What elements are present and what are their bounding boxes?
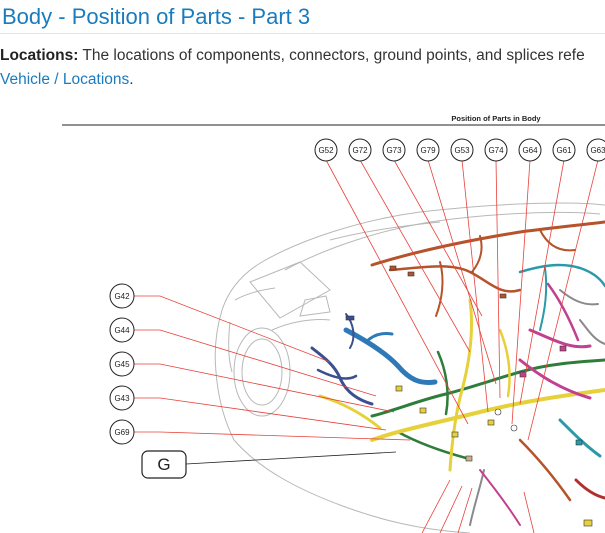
callout-g74: G74 — [484, 138, 508, 162]
callout-g42-label: G42 — [114, 292, 130, 301]
callout-g64-label: G64 — [522, 146, 538, 155]
vehicle-outline — [214, 202, 605, 533]
callout-g64: G64 — [518, 138, 542, 162]
callout-g44: G44 — [109, 317, 135, 343]
callout-g69: G69 — [109, 419, 135, 445]
callout-g61-label: G61 — [556, 146, 572, 155]
callout-g52: G52 — [314, 138, 338, 162]
ground-callout: G — [141, 450, 187, 479]
callout-g53-label: G53 — [454, 146, 470, 155]
leader-lines — [134, 159, 599, 533]
callout-g72-label: G72 — [352, 146, 368, 155]
callout-g52-label: G52 — [318, 146, 334, 155]
intro-suffix: . — [129, 71, 134, 88]
ground-callout-label: G — [157, 455, 170, 474]
callout-g43-label: G43 — [114, 394, 130, 403]
intro-label: Locations: — [0, 47, 79, 64]
callout-g45-label: G45 — [114, 360, 130, 369]
callout-g53: G53 — [450, 138, 474, 162]
callout-g72: G72 — [348, 138, 372, 162]
page-title: Body - Position of Parts - Part 3 — [2, 4, 311, 29]
callout-g73-label: G73 — [386, 146, 402, 155]
callout-g61: G61 — [552, 138, 576, 162]
callout-g74-label: G74 — [488, 146, 504, 155]
callout-g73: G73 — [382, 138, 406, 162]
intro-text: The locations of components, connectors,… — [78, 47, 585, 64]
callout-g79-label: G79 — [420, 146, 436, 155]
callout-g42: G42 — [109, 283, 135, 309]
ground-leader — [185, 451, 397, 465]
left-callouts: G42 G44 G45 G43 G69 — [109, 283, 135, 445]
connector-markers — [345, 265, 593, 527]
callout-g43: G43 — [109, 385, 135, 411]
figure-caption: Position of Parts in Body — [451, 114, 541, 123]
callout-g63-label: G63 — [590, 146, 605, 155]
top-callouts: G52 G72 G73 G79 G53 G74 G64 G61 G63 — [314, 138, 605, 162]
position-diagram: Position of Parts in Body — [0, 100, 605, 533]
callout-g79: G79 — [416, 138, 440, 162]
title-divider — [0, 33, 605, 34]
callout-g45: G45 — [109, 351, 135, 377]
intro-paragraph: Locations: The locations of components, … — [0, 44, 605, 92]
callout-g44-label: G44 — [114, 326, 130, 335]
vehicle-locations-link[interactable]: Vehicle / Locations — [0, 71, 130, 88]
wiring-harness — [310, 220, 605, 526]
callout-g63: G63 — [586, 138, 605, 162]
callout-g69-label: G69 — [114, 428, 130, 437]
